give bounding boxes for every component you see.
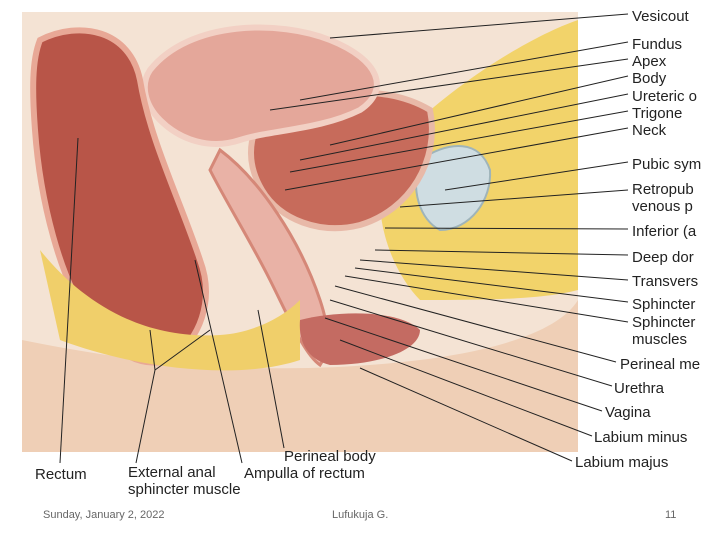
label-fundus: Fundus: [632, 36, 683, 53]
footer-date: Sunday, January 2, 2022: [43, 509, 165, 521]
label-ureteric: Ureteric o: [632, 88, 698, 105]
perineal-fat: [40, 250, 300, 371]
label-urethra: Urethra: [614, 380, 665, 397]
label-transverse: Transvers: [632, 273, 699, 290]
label-vesicouterine: Vesicout: [632, 8, 689, 25]
label-external-anal-2: sphincter muscle: [128, 481, 241, 498]
label-pubic: Pubic sym: [632, 156, 702, 173]
label-inferior: Inferior (a: [632, 223, 697, 240]
leader-lines-right: [269, 13, 629, 462]
label-sphincter-1: Sphincter: [632, 296, 696, 313]
footer-page-number: 11: [665, 509, 677, 521]
label-retropubic-2: venous p: [632, 198, 693, 215]
skin-region: [22, 300, 578, 452]
label-trigone: Trigone: [632, 105, 683, 122]
label-external-anal-1: External anal: [128, 464, 216, 481]
label-vagina: Vagina: [605, 404, 651, 421]
label-sphincter-2a: Sphincter: [632, 314, 696, 331]
label-labium-majus: Labium majus: [575, 454, 669, 471]
label-retropubic-1: Retropub: [632, 181, 694, 198]
pubic-symphysis: [415, 145, 492, 232]
leader-lines-bottom: [59, 137, 285, 464]
label-sphincter-2b: muscles: [632, 331, 688, 348]
footer-author: Lufukuja G.: [332, 509, 389, 521]
label-rectum: Rectum: [35, 466, 87, 483]
label-apex: Apex: [632, 53, 667, 70]
label-neck: Neck: [632, 122, 667, 139]
label-perineal-body: Perineal body: [284, 448, 376, 465]
label-body: Body: [632, 70, 667, 87]
uterus: [141, 24, 380, 147]
label-labium-minus: Labium minus: [594, 429, 688, 446]
labia: [299, 313, 420, 365]
label-perineal-membrane: Perineal me: [620, 356, 701, 373]
label-deep-dorsal: Deep dor: [632, 249, 694, 266]
label-ampulla: Ampulla of rectum: [244, 465, 365, 482]
